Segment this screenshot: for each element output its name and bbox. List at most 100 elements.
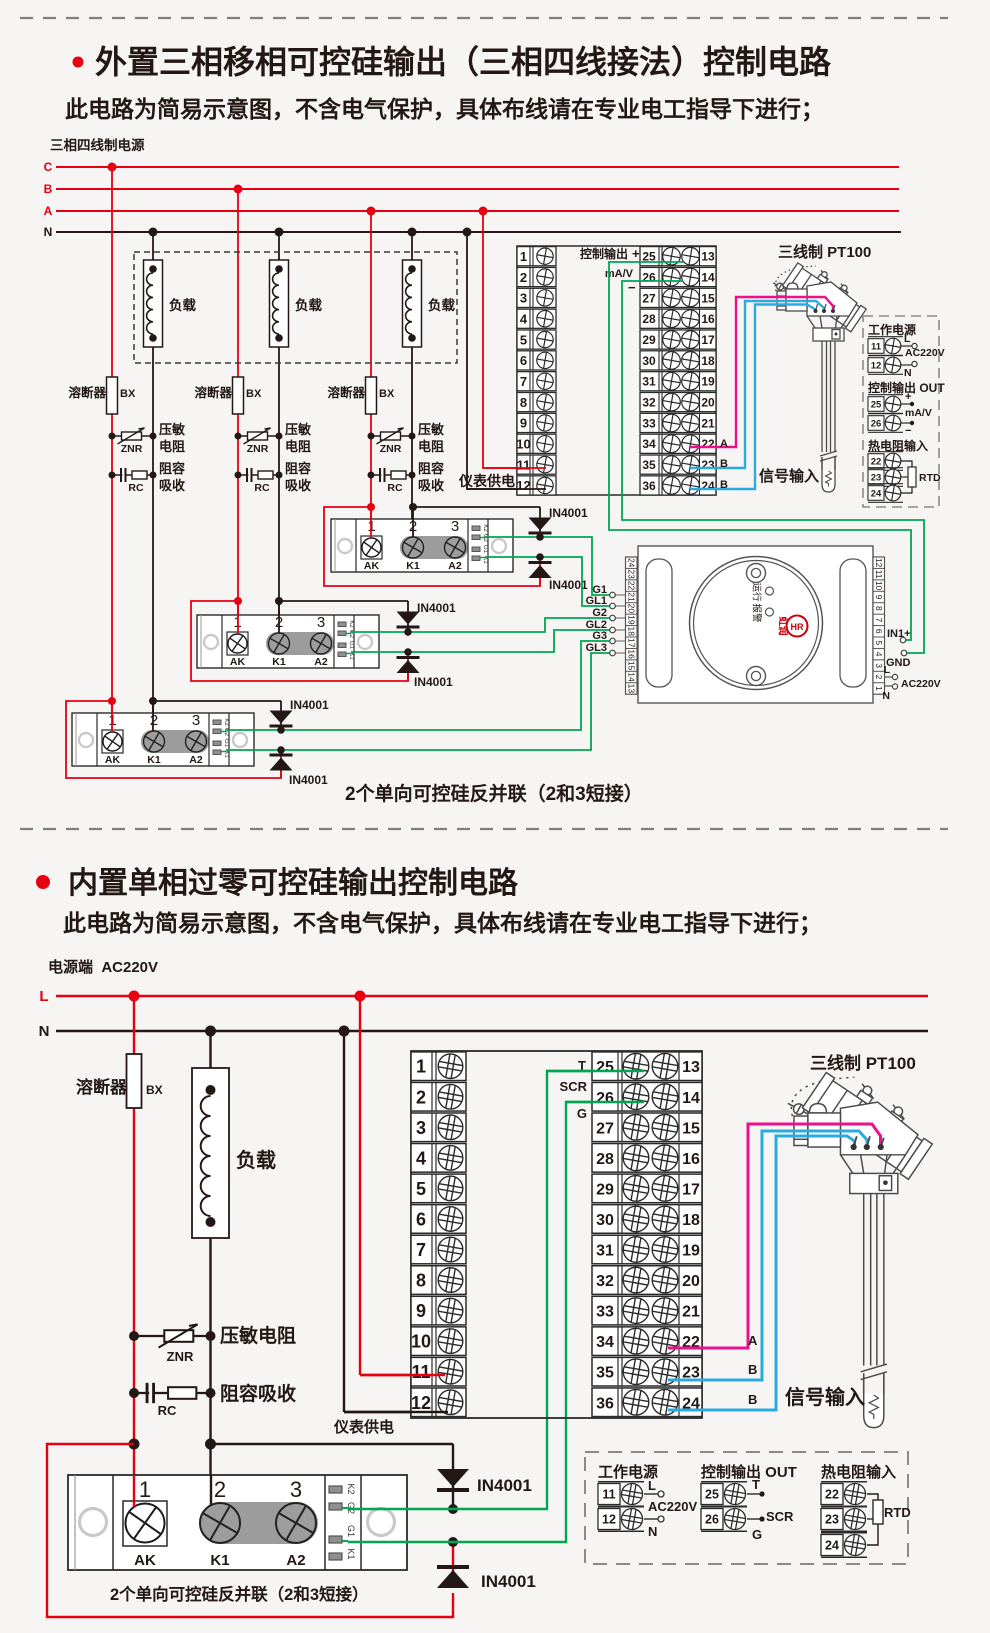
svg-text:阻容: 阻容: [159, 461, 185, 476]
svg-text:23: 23: [825, 1513, 839, 1527]
svg-text:RTD: RTD: [884, 1505, 911, 1520]
svg-text:G2: G2: [592, 607, 607, 619]
svg-text:19: 19: [701, 375, 715, 389]
svg-text:21: 21: [626, 592, 636, 602]
svg-text:12: 12: [411, 1393, 431, 1413]
svg-text:AK: AK: [364, 560, 380, 572]
svg-text:6: 6: [416, 1209, 426, 1229]
svg-text:22: 22: [626, 581, 636, 591]
svg-text:A: A: [44, 204, 53, 218]
svg-text:A2: A2: [286, 1552, 305, 1569]
svg-text:AK: AK: [105, 754, 121, 766]
svg-text:4: 4: [520, 312, 528, 327]
svg-text:压敏: 压敏: [418, 422, 445, 437]
svg-text:2: 2: [416, 1087, 426, 1107]
svg-text:3: 3: [874, 663, 884, 668]
svg-text:35: 35: [596, 1365, 614, 1382]
svg-text:阻容: 阻容: [285, 461, 311, 476]
svg-text:10: 10: [411, 1332, 431, 1352]
svg-text:21: 21: [682, 1304, 700, 1321]
svg-text:SCR: SCR: [766, 1509, 794, 1524]
svg-text:G1: G1: [223, 739, 229, 748]
svg-text:7: 7: [520, 374, 527, 389]
svg-text:AC220V: AC220V: [905, 347, 945, 359]
svg-text:25: 25: [705, 1488, 719, 1502]
svg-text:22: 22: [871, 457, 882, 468]
svg-text:34: 34: [596, 1334, 614, 1351]
svg-text:26: 26: [642, 270, 656, 284]
svg-text:AC220V: AC220V: [901, 678, 941, 690]
svg-text:此电路为简易示意图，不含电气保护，具体布线请在专业电工指导下: 此电路为简易示意图，不含电气保护，具体布线请在专业电工指导下进行；: [65, 96, 824, 122]
svg-text:1: 1: [139, 1477, 151, 1502]
svg-text:A: A: [720, 438, 728, 450]
svg-text:16: 16: [701, 312, 715, 326]
svg-text:6: 6: [520, 353, 527, 368]
svg-text:33: 33: [596, 1304, 614, 1321]
svg-text:信号输入: 信号输入: [785, 1385, 865, 1409]
svg-text:K1: K1: [223, 750, 229, 758]
svg-text:A2: A2: [314, 656, 328, 668]
svg-text:K1: K1: [210, 1552, 229, 1569]
svg-text:G1: G1: [348, 641, 354, 650]
svg-text:28: 28: [642, 312, 656, 326]
svg-text:29: 29: [596, 1181, 614, 1198]
svg-text:15: 15: [701, 291, 715, 305]
svg-text:G: G: [752, 1527, 762, 1542]
svg-text:SCR: SCR: [560, 1079, 588, 1094]
svg-text:13: 13: [682, 1059, 700, 1076]
svg-text:14: 14: [626, 672, 636, 682]
svg-text:26: 26: [596, 1090, 614, 1107]
svg-text:mA/V: mA/V: [605, 268, 634, 280]
svg-text:K1: K1: [406, 560, 420, 572]
svg-text:25: 25: [596, 1059, 614, 1076]
svg-text:ZNR: ZNR: [380, 443, 402, 455]
svg-text:11: 11: [874, 570, 884, 579]
svg-text:B: B: [44, 182, 53, 196]
svg-text:阻容吸收: 阻容吸收: [220, 1382, 296, 1405]
svg-text:L: L: [884, 664, 891, 676]
svg-text:22: 22: [701, 437, 715, 451]
svg-text:控制输出: 控制输出: [580, 246, 628, 261]
svg-text:工作电源: 工作电源: [868, 322, 916, 337]
svg-text:8: 8: [874, 606, 884, 611]
svg-text:A: A: [748, 1333, 758, 1348]
svg-text:K2: K2: [482, 524, 488, 532]
svg-text:B: B: [720, 479, 728, 491]
svg-text:27: 27: [596, 1120, 614, 1137]
svg-text:6: 6: [874, 629, 884, 634]
svg-text:热电阻输入: 热电阻输入: [868, 438, 928, 453]
svg-text:RC: RC: [158, 1403, 177, 1418]
svg-text:G2: G2: [348, 630, 354, 639]
svg-text:19: 19: [626, 615, 636, 625]
svg-text:压敏: 压敏: [285, 422, 312, 437]
svg-text:1: 1: [416, 1057, 426, 1077]
svg-text:T: T: [578, 1058, 586, 1073]
svg-text:虹润: 虹润: [777, 616, 789, 635]
svg-text:运行: 运行: [751, 582, 763, 602]
svg-text:负载: 负载: [428, 297, 455, 313]
svg-text:3: 3: [520, 291, 527, 306]
svg-text:电阻: 电阻: [418, 439, 444, 454]
svg-text:−: −: [905, 425, 911, 437]
svg-text:K2: K2: [223, 718, 229, 726]
svg-text:IN4001: IN4001: [414, 675, 453, 689]
svg-text:2个单向可控硅反并联（2和3短接）: 2个单向可控硅反并联（2和3短接）: [110, 1584, 369, 1604]
svg-text:24: 24: [871, 489, 882, 500]
svg-text:9: 9: [520, 416, 527, 431]
svg-text:10: 10: [516, 437, 530, 452]
svg-text:B: B: [748, 1392, 757, 1407]
svg-text:GL1: GL1: [586, 595, 607, 607]
svg-text:24: 24: [682, 1395, 700, 1412]
svg-text:压敏: 压敏: [159, 422, 186, 437]
svg-text:23: 23: [871, 473, 882, 484]
svg-text:3: 3: [192, 712, 200, 729]
svg-text:11: 11: [411, 1362, 430, 1382]
svg-text:4: 4: [874, 652, 884, 657]
svg-text:3: 3: [451, 518, 459, 535]
svg-text:IN4001: IN4001: [549, 578, 588, 592]
svg-text:报警: 报警: [751, 603, 763, 623]
svg-text:5: 5: [874, 640, 884, 645]
svg-text:AK: AK: [134, 1552, 156, 1569]
svg-text:21: 21: [701, 416, 715, 430]
svg-text:BX: BX: [146, 1083, 163, 1097]
